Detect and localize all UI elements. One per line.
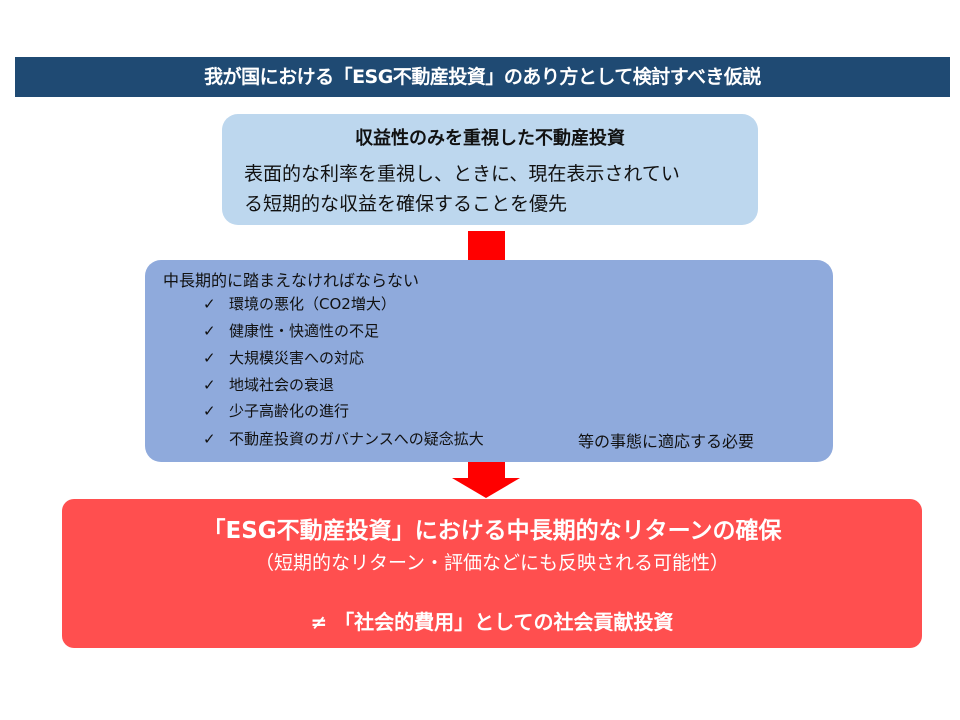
issue-item: ✓ 不動産投資のガバナンスへの疑念拡大 [203, 428, 484, 449]
issue-label: 環境の悪化（CO2増大） [229, 295, 396, 313]
check-icon: ✓ [203, 295, 216, 313]
description-line: る短期的な収益を確保することを優先 [244, 193, 568, 215]
issues-heading: 中長期的に踏まえなければならない [163, 271, 420, 290]
issue-label: 不動産投資のガバナンスへの疑念拡大 [229, 430, 484, 448]
issues-tail: 等の事態に適応する必要 [578, 432, 755, 451]
issue-item: ✓ 少子高齢化の進行 [203, 400, 349, 421]
check-icon: ✓ [203, 402, 216, 420]
connector-bar [468, 231, 505, 263]
profit-only-description: 表面的な利率を重視し、ときに、現在表示されてい る短期的な収益を確保することを優… [244, 159, 754, 219]
long-term-issues-box: 中長期的に踏まえなければならない ✓ 環境の悪化（CO2増大） ✓ 健康性・快適性の… [145, 260, 833, 462]
issue-label: 健康性・快適性の不足 [229, 322, 380, 340]
slide-title: 我が国における「ESG不動産投資」のあり方として検討すべき仮説 [15, 57, 950, 97]
issue-item: ✓ 地域社会の衰退 [203, 374, 334, 395]
issue-item: ✓ 環境の悪化（CO2増大） [203, 293, 396, 314]
check-icon: ✓ [203, 430, 216, 448]
issue-item: ✓ 健康性・快適性の不足 [203, 320, 379, 341]
down-arrow-icon [468, 462, 505, 479]
down-arrow-head-icon [452, 478, 520, 498]
esg-return-title: 「ESG不動産投資」における中長期的なリターンの確保 [202, 518, 782, 544]
issue-label: 大規模災害への対応 [229, 349, 365, 367]
check-icon: ✓ [203, 322, 216, 340]
profit-only-title: 収益性のみを重視した不動産投資 [355, 128, 625, 149]
issue-item: ✓ 大規模災害への対応 [203, 347, 364, 368]
esg-return-box: 「ESG不動産投資」における中長期的なリターンの確保 （短期的なリターン・評価な… [62, 499, 922, 648]
profit-only-box: 収益性のみを重視した不動産投資 表面的な利率を重視し、ときに、現在表示されてい … [222, 114, 758, 225]
issue-label: 地域社会の衰退 [229, 376, 335, 394]
check-icon: ✓ [203, 349, 216, 367]
esg-return-subtitle: （短期的なリターン・評価などにも反映される可能性） [254, 552, 730, 574]
check-icon: ✓ [203, 376, 216, 394]
description-line: 表面的な利率を重視し、ときに、現在表示されてい [244, 163, 680, 185]
esg-return-note: ≠ 「社会的費用」としての社会貢献投資 [310, 610, 674, 634]
issue-label: 少子高齢化の進行 [229, 402, 350, 420]
